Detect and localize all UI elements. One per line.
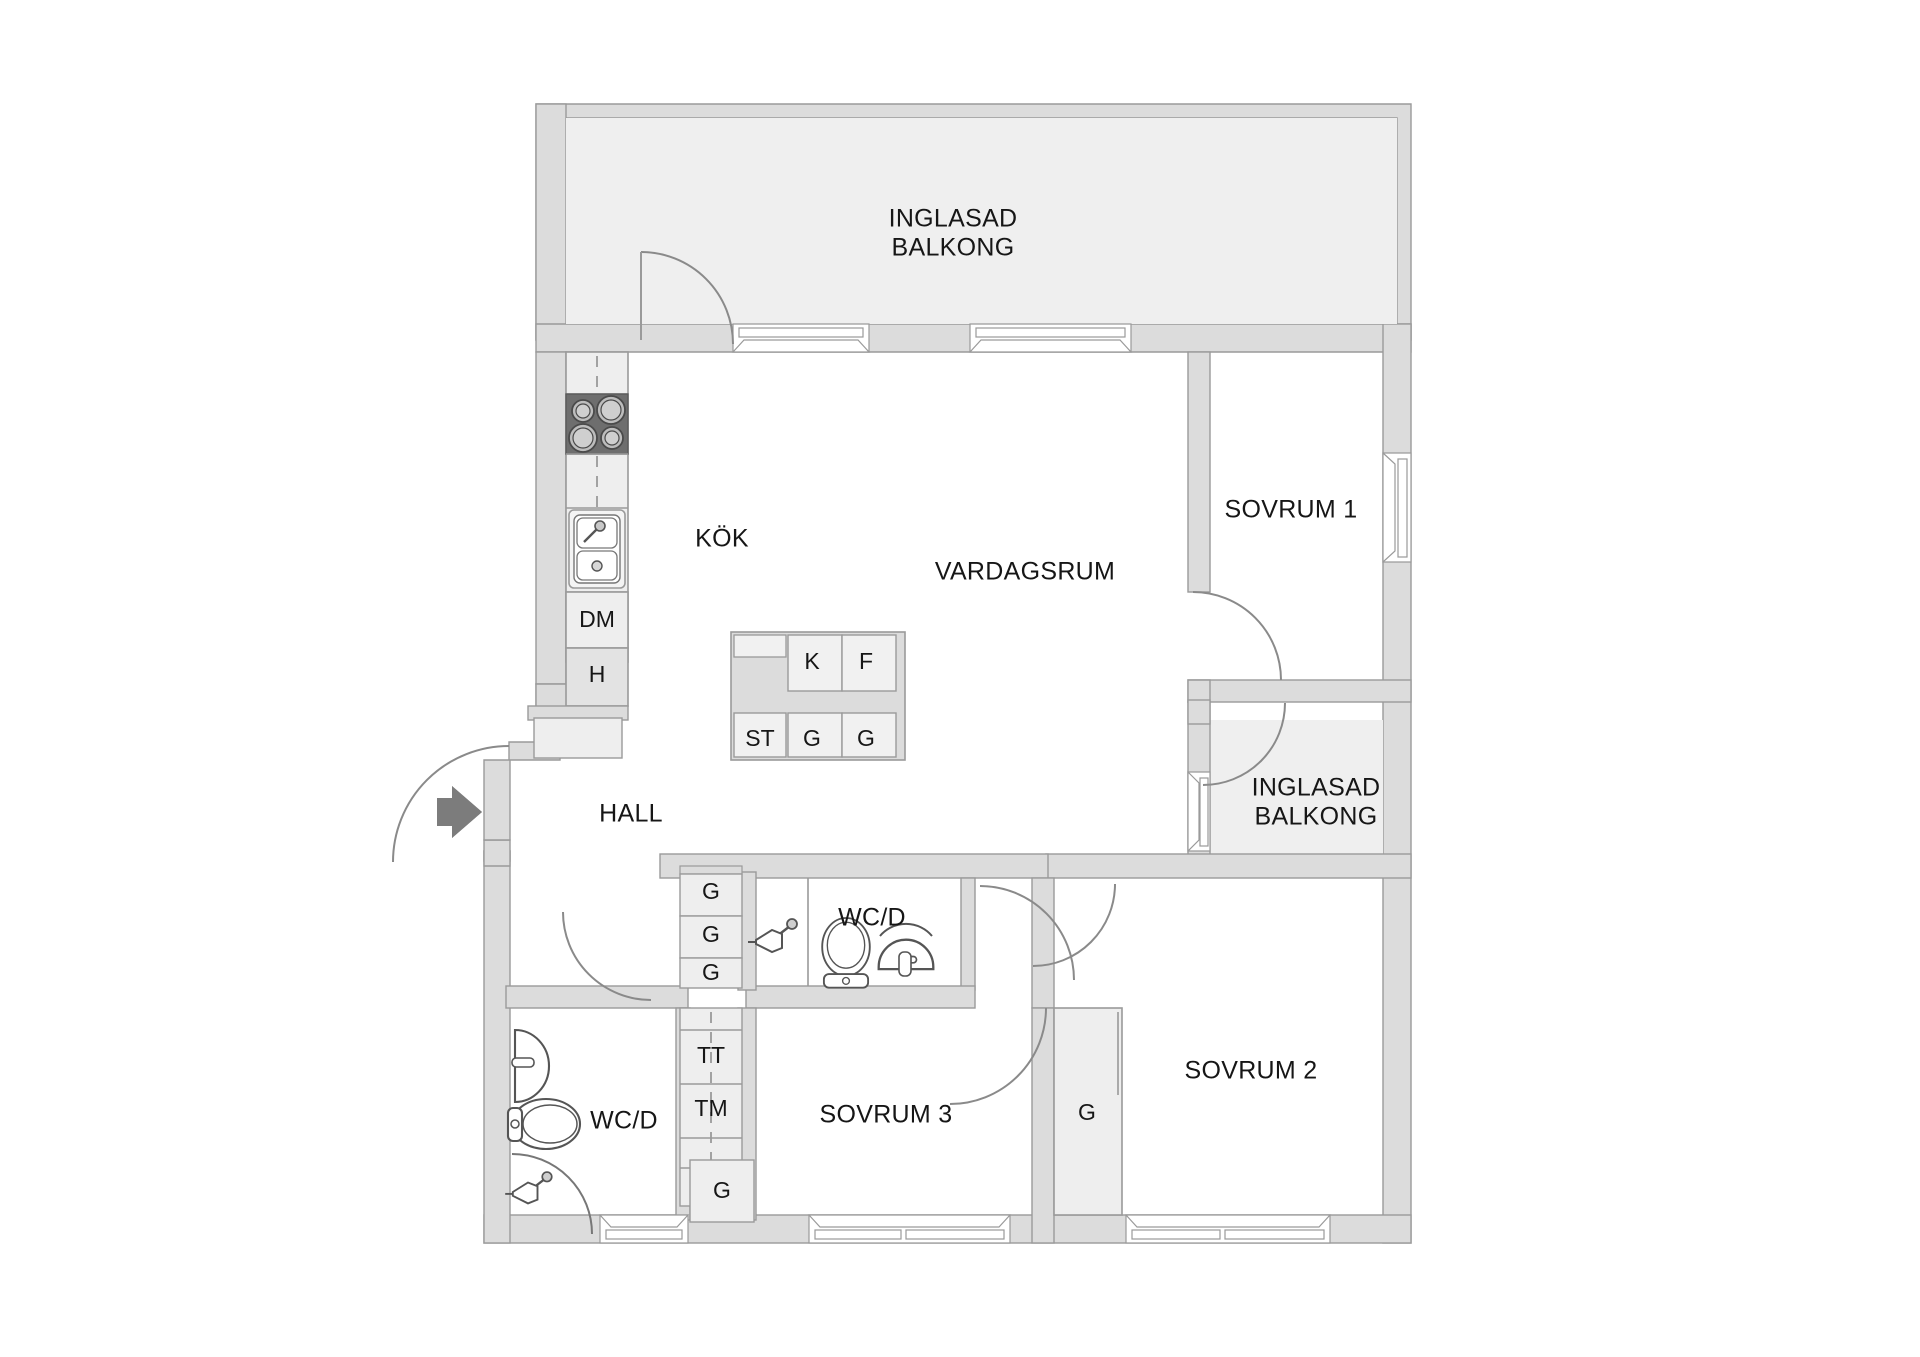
label-cabinet-st: ST [745, 725, 774, 751]
shower-lower [504, 1170, 553, 1205]
label-cabinet-g-sovrum2: G [1078, 1099, 1096, 1125]
label-vardagsrum: VARDAGSRUM [935, 558, 1115, 586]
label-sovrum-3: SOVRUM 3 [820, 1101, 953, 1129]
cabinet-st [733, 712, 787, 758]
storage-block [730, 631, 906, 761]
window-sovrum3 [807, 1214, 1012, 1244]
shower-screen-lower [511, 1153, 593, 1235]
door-swing-balcony-top [640, 251, 734, 345]
label-hall: HALL [599, 800, 663, 828]
cabinet-g-hall-4 [689, 1159, 755, 1223]
label-cabinet-dm: DM [579, 606, 615, 632]
door-swings [392, 251, 1286, 1235]
stove-4-burner [565, 393, 629, 455]
cabinet-h [565, 647, 629, 707]
label-balcony-right-line2: BALKONG [1255, 803, 1378, 831]
door-swing-sovrum1 [1192, 591, 1282, 681]
door-swing-entrance [392, 745, 510, 863]
door-swing-wc-lower [562, 911, 652, 1001]
windows-and-doors [598, 323, 1412, 1244]
window-balcony-right [1187, 770, 1211, 853]
label-balcony-top-line1: INGLASAD [889, 205, 1018, 233]
label-cabinet-f: F [859, 648, 873, 674]
kitchen-cabinet-run [527, 351, 629, 759]
cabinet-g-island-1 [787, 712, 843, 758]
entrance-arrow [437, 786, 482, 838]
cabinet-f [841, 634, 897, 692]
label-balcony-right-line1: INGLASAD [1252, 774, 1381, 802]
window-sovrum1 [1382, 451, 1412, 564]
label-cabinet-g-island-1: G [803, 725, 821, 751]
sovrum2-closet [1053, 1007, 1123, 1216]
label-balcony-top-line2: BALKONG [892, 234, 1015, 262]
label-cabinet-g-hall-2: G [702, 921, 720, 947]
balcony-door-left [731, 323, 871, 353]
label-kok: KÖK [695, 525, 749, 553]
toilet-lower [506, 1097, 582, 1151]
door-swing-sovrum2 [1032, 883, 1116, 967]
wc-lower-fixtures [504, 1028, 582, 1205]
door-swing-balcony-right [1202, 702, 1286, 786]
label-cabinet-k: K [804, 648, 820, 674]
room-floor-balcony-top [566, 118, 1397, 324]
washbasin-lower [511, 1028, 550, 1104]
label-cabinet-g-hall-3: G [702, 959, 720, 985]
label-cabinet-tm: TM [694, 1095, 727, 1121]
wc-upper-fixtures [746, 878, 935, 989]
label-cabinet-g-hall-4: G [713, 1177, 731, 1203]
cabinet-k [787, 634, 843, 692]
cabinet-labels: DM H K F ST G G G G G TT TM G G [579, 606, 1096, 1203]
door-swing-wc-upper [979, 885, 1075, 981]
hall-closet-column [679, 873, 755, 1223]
room-labels: INGLASAD BALKONG KÖK VARDAGSRUM SOVRUM 1… [590, 205, 1380, 1135]
cabinet-dm [565, 591, 629, 649]
cabinet-g-hall-1 [679, 873, 743, 917]
cabinet-g-hall-3 [679, 957, 743, 989]
label-wc-d-upper: WC/D [838, 904, 906, 932]
cabinet-g-island-2 [841, 712, 897, 758]
cabinet-g-sovrum2 [1053, 1007, 1123, 1216]
label-sovrum-2: SOVRUM 2 [1185, 1057, 1318, 1085]
label-cabinet-g-hall-1: G [702, 878, 720, 904]
label-cabinet-tt: TT [697, 1042, 725, 1068]
label-cabinet-g-island-2: G [857, 725, 875, 751]
room-floor-balcony-right [1188, 720, 1383, 866]
door-swing-sovrum3 [949, 1007, 1047, 1105]
label-sovrum-1: SOVRUM 1 [1225, 496, 1358, 524]
kitchen-sink [568, 509, 626, 589]
label-cabinet-h: H [589, 661, 606, 687]
cabinet-g-hall-2 [679, 915, 743, 959]
window-wc-lower [598, 1214, 690, 1244]
balcony-door-right [968, 323, 1133, 353]
window-sovrum2 [1124, 1214, 1332, 1244]
room-floors [566, 118, 1397, 866]
label-wc-d-lower: WC/D [590, 1107, 658, 1135]
